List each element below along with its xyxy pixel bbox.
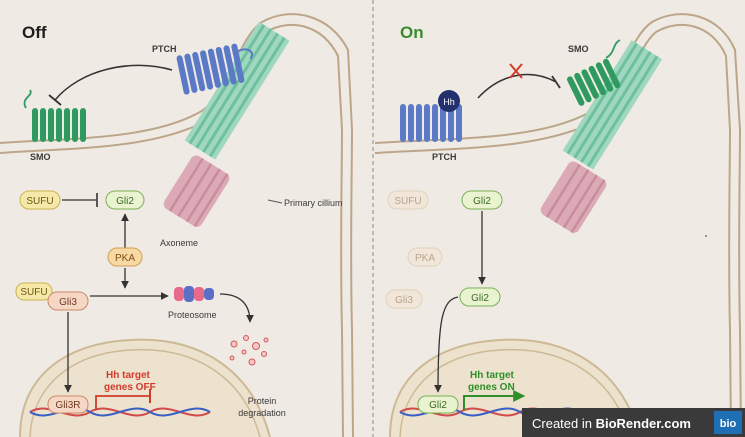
biorender-logo xyxy=(714,411,742,434)
off-axoneme xyxy=(184,21,290,160)
off-target-genes-repressed-line xyxy=(95,395,150,410)
on-smo-receptor xyxy=(567,39,621,106)
on-pka-pill: PKA xyxy=(407,247,443,267)
svg-text:Gli3: Gli3 xyxy=(395,295,413,306)
svg-text:Gli3R: Gli3R xyxy=(55,400,80,411)
svg-text:Gli2: Gli2 xyxy=(473,196,491,207)
off-protein-fragments-icon xyxy=(229,335,269,366)
off-degradation-label-1: Protein xyxy=(248,396,277,406)
off-panel-title: Off xyxy=(22,23,47,42)
on-blocked-inhibition-bar xyxy=(551,75,561,89)
off-proteosome-label: Proteosome xyxy=(168,310,217,320)
off-sufu-pill: SUFU xyxy=(19,190,61,210)
off-sufu-gli3-complex: SUFU Gli3 xyxy=(15,282,89,311)
off-axoneme-label: Axoneme xyxy=(160,238,198,248)
on-target-genes-activation-arrow xyxy=(463,390,526,410)
off-target-genes-label-1: Hh target xyxy=(106,370,151,381)
svg-text:Gli3: Gli3 xyxy=(59,297,77,308)
svg-text:SUFU: SUFU xyxy=(394,196,421,207)
off-basal-body xyxy=(163,155,230,228)
on-cell-membrane xyxy=(374,13,742,437)
svg-text:PKA: PKA xyxy=(115,253,135,264)
on-ptch-receptor xyxy=(400,104,462,142)
svg-text:Gli2: Gli2 xyxy=(429,400,447,411)
on-target-genes-label-1: Hh target xyxy=(470,370,515,381)
biorender-logo-text: bio xyxy=(720,418,737,430)
off-ptch-receptor xyxy=(176,43,254,95)
watermark-prefix: Created in xyxy=(532,416,596,431)
off-smo-label: SMO xyxy=(30,152,51,162)
on-panel-title: On xyxy=(400,23,424,42)
on-hh-ligand: Hh xyxy=(438,90,460,112)
on-basal-body xyxy=(540,161,607,234)
off-inhibition-bar xyxy=(48,94,62,106)
svg-text:SUFU: SUFU xyxy=(26,196,53,207)
on-gli2-top-pill: Gli2 xyxy=(461,190,503,210)
watermark-brand: BioRender.com xyxy=(596,416,691,431)
on-smo-label: SMO xyxy=(568,44,589,54)
off-smo-receptor xyxy=(23,89,86,142)
svg-text:PKA: PKA xyxy=(415,253,435,264)
on-sufu-pill: SUFU xyxy=(387,190,429,210)
on-axoneme xyxy=(562,40,663,170)
on-gli2-mid-pill: Gli2 xyxy=(459,287,501,307)
biorender-watermark[interactable]: Created in BioRender.com bio xyxy=(522,408,745,437)
svg-text:SUFU: SUFU xyxy=(20,287,47,298)
on-ptch-label: PTCH xyxy=(432,152,457,162)
off-proteosome-to-degradation-arrow xyxy=(219,293,254,323)
off-proteosome-icon xyxy=(174,286,214,302)
on-gli2-to-nucleus-arrow xyxy=(434,296,459,393)
on-gli2-dna-pill: Gli2 xyxy=(417,395,459,414)
on-blocked-inhibition-line xyxy=(477,73,557,99)
blocked-x-icon xyxy=(509,63,523,79)
on-target-genes-label-2: genes ON xyxy=(468,382,515,393)
off-pka-pill: PKA xyxy=(107,247,143,267)
off-ptch-inhibits-smo-line xyxy=(54,64,173,101)
off-gli3r-pill: Gli3R xyxy=(47,395,89,414)
off-degradation-label-2: degradation xyxy=(238,408,286,418)
speck xyxy=(705,235,707,237)
on-gli3-pill: Gli3 xyxy=(385,289,423,309)
off-primary-cilium-label: Primary cillium xyxy=(284,198,343,208)
svg-text:Created in BioRender.com: Created in BioRender.com xyxy=(532,416,691,431)
svg-text:Gli2: Gli2 xyxy=(471,293,489,304)
svg-text:Hh: Hh xyxy=(443,97,455,107)
off-ptch-label: PTCH xyxy=(152,44,177,54)
svg-text:Gli2: Gli2 xyxy=(116,196,134,207)
off-target-genes-label-2: genes OFF xyxy=(104,382,156,393)
off-gli2-pill: Gli2 xyxy=(105,190,145,210)
off-primary-cilium-leader xyxy=(267,199,283,204)
